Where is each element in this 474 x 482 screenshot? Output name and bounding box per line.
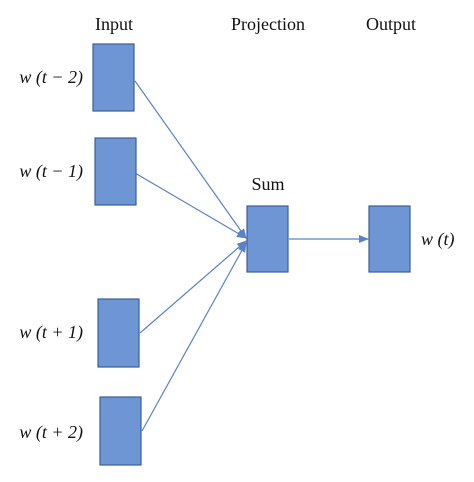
edge-input-1-to-sum [134, 80, 247, 239]
target-word-label: w (t) [421, 229, 455, 250]
output-header: Output [366, 14, 416, 34]
projection-header: Projection [231, 14, 305, 34]
input-node-3 [97, 298, 140, 368]
context-word-label-4: w (t + 2) [19, 422, 83, 443]
context-word-label-3: w (t + 1) [19, 322, 83, 343]
sum-node [246, 205, 289, 273]
context-word-label-1: w (t − 2) [19, 67, 83, 88]
edge-input-2-to-sum [134, 172, 247, 239]
input-node-4 [99, 396, 142, 466]
input-node-1 [92, 43, 135, 112]
input-header: Input [95, 14, 133, 34]
edge-input-3-to-sum [139, 240, 247, 334]
input-node-2 [94, 137, 137, 206]
output-node [368, 205, 411, 273]
context-word-label-2: w (t − 1) [19, 161, 83, 182]
sum-label: Sum [251, 174, 284, 194]
edge-input-4-to-sum [141, 242, 247, 432]
